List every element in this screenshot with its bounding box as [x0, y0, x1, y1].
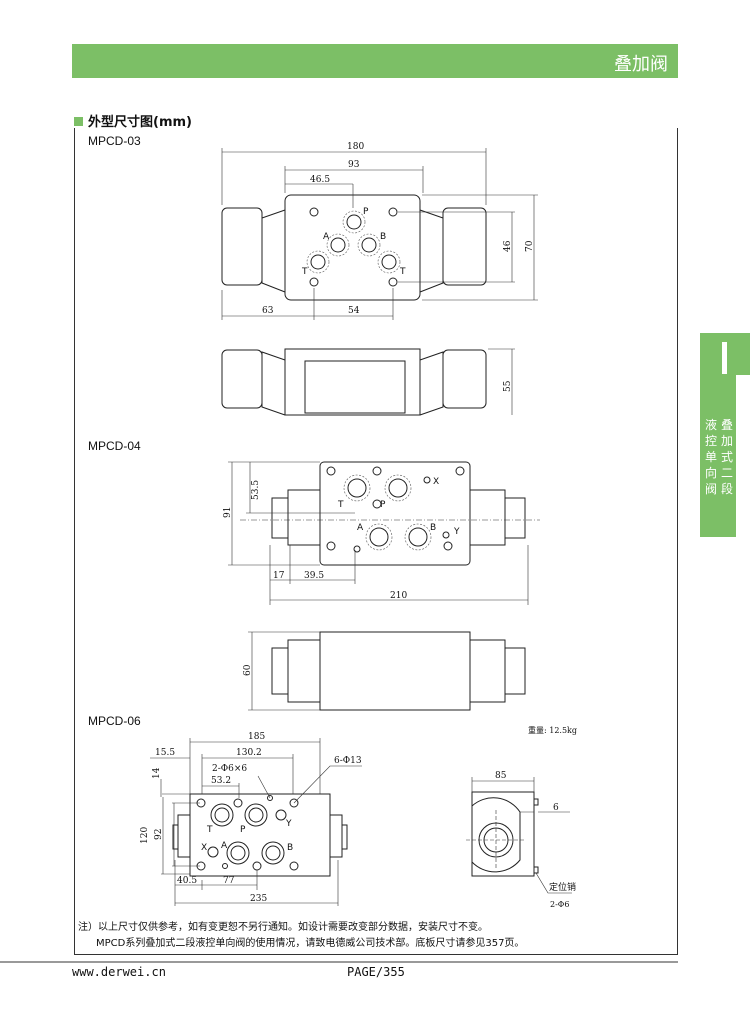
port-t: T: [206, 825, 213, 835]
dim-180: 180: [347, 142, 364, 152]
dim-92: 92: [154, 829, 164, 840]
side-tab-char: 阀: [704, 482, 717, 496]
side-tab-col2: 液控单向阀: [704, 417, 718, 497]
section-title-text: 外型尺寸图(mm): [88, 115, 192, 130]
model-label-04: MPCD-04: [88, 439, 141, 453]
dim-235: 235: [250, 894, 267, 904]
side-tab-char: 加: [720, 434, 733, 448]
model-label-03: MPCD-03: [88, 134, 141, 148]
side-tab-char: 段: [720, 482, 733, 496]
mpcd04-top-view: T P X A B Y 53.5 91 17 39.5 210: [223, 461, 540, 605]
port-y: Y: [285, 819, 292, 829]
dim-46-5: 46.5: [310, 175, 330, 185]
green-square-icon: [74, 117, 83, 126]
port-y: Y: [453, 527, 460, 537]
dim-53-5: 53.5: [251, 480, 261, 500]
port-b: B: [380, 232, 386, 242]
dim-210: 210: [390, 591, 407, 601]
mpcd06-top-view: T P Y X A B 185 15.5 130.2 2-Φ6×6 6-Φ13 …: [140, 732, 362, 906]
dim-77: 77: [223, 876, 235, 886]
dim-15-5: 15.5: [155, 748, 175, 758]
dim-85: 85: [495, 771, 507, 781]
side-tab-char: 液: [704, 418, 717, 432]
dim-40-5: 40.5: [177, 876, 197, 886]
dim-120: 120: [140, 827, 150, 844]
side-tab-char: 二: [720, 466, 733, 480]
port-a: A: [357, 523, 364, 533]
port-a: A: [221, 841, 228, 851]
side-tab-char: 式: [720, 450, 733, 464]
port-b: B: [430, 523, 436, 533]
dim-91: 91: [223, 507, 233, 518]
dim-60: 60: [243, 664, 253, 676]
side-tab-col1: 叠加式二段: [720, 417, 734, 497]
side-tab-char: 向: [704, 466, 717, 480]
mpcd06-end-view: 85 6 重量: 12.5kg 定位销 2-Φ6: [466, 725, 577, 909]
side-tab-char: 叠: [720, 418, 733, 432]
port-t: T: [399, 267, 406, 277]
footer-website[interactable]: www.derwei.cn: [72, 965, 166, 979]
dim-130-2: 130.2: [236, 748, 262, 758]
side-tab-notch: [736, 333, 750, 375]
footer-page-number: PAGE/355: [347, 965, 405, 979]
dim-53-2: 53.2: [211, 776, 231, 786]
side-tab-char: 控: [704, 434, 717, 448]
port-p: P: [380, 500, 386, 510]
port-t: T: [301, 267, 308, 277]
dim-93: 93: [348, 160, 360, 170]
dim-39-5: 39.5: [304, 571, 324, 581]
dim-6: 6: [553, 803, 559, 813]
footer-divider: [0, 961, 678, 963]
side-chapter-tab[interactable]: [700, 333, 736, 537]
port-p: P: [363, 207, 369, 217]
dim-70: 70: [525, 240, 535, 252]
dim-6-phi13: 6-Φ13: [334, 756, 362, 766]
dim-17: 17: [273, 571, 285, 581]
dim-2-phi6x6: 2-Φ6×6: [212, 764, 247, 774]
dim-54: 54: [348, 306, 360, 316]
port-x: X: [201, 843, 207, 853]
chapter-roman-numeral: [722, 342, 727, 374]
drawing-frame: [74, 128, 678, 955]
dim-185: 185: [248, 732, 265, 742]
note-line-2: MPCD系列叠加式二段液控单向阀的使用情况，请致电德威公司技术部。底板尺寸请参见…: [96, 938, 525, 949]
dim-46: 46: [503, 240, 513, 252]
port-p: P: [240, 825, 246, 835]
locating-pin-label: 定位销: [549, 881, 576, 893]
side-tab-char: 单: [704, 450, 717, 464]
header-bar: 叠加阀: [72, 44, 678, 78]
mpcd03-top-view: P A B T T 180 93 46.5 63 54 46 70: [221, 142, 538, 320]
section-title: 外型尺寸图(mm): [74, 111, 192, 130]
dim-14: 14: [152, 767, 162, 779]
port-a: A: [323, 232, 330, 242]
locating-pin-spec: 2-Φ6: [550, 900, 569, 909]
mpcd03-side-view: 55: [221, 348, 515, 416]
port-x: X: [433, 477, 439, 487]
dim-63: 63: [262, 306, 274, 316]
weight-label: 重量: 12.5kg: [528, 725, 577, 735]
model-label-06: MPCD-06: [88, 714, 141, 728]
header-title: 叠加阀: [614, 54, 668, 75]
dim-55: 55: [503, 380, 513, 392]
note-line-1: 注）以上尺寸仅供参考，如有变更恕不另行通知。如设计需要改变部分数据，安装尺寸不变…: [78, 922, 488, 933]
port-t: T: [337, 500, 344, 510]
mpcd04-side-view: 60: [243, 631, 526, 711]
port-b: B: [287, 843, 293, 853]
